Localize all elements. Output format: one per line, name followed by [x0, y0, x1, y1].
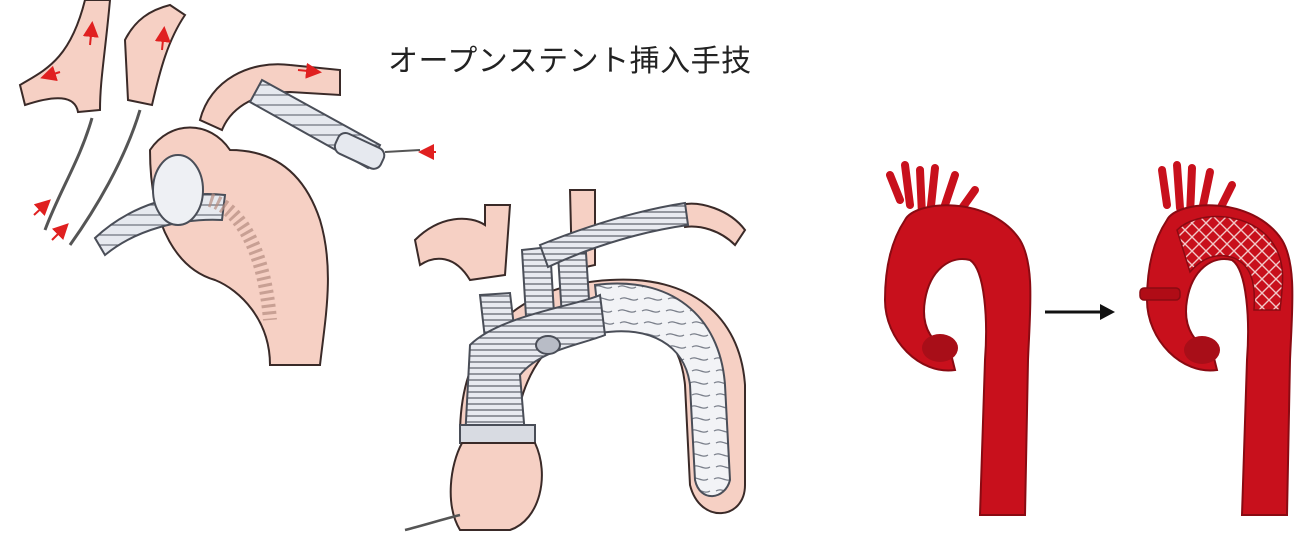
flow-arrow-icon [297, 62, 322, 79]
flow-arrow-icon [33, 199, 51, 217]
ct-after-image [1139, 161, 1294, 516]
page-title: オープンステント挿入手技 [388, 44, 752, 79]
ct-comparison [860, 160, 1299, 533]
flow-arrow-icon [40, 65, 61, 82]
flow-arrow-icon [82, 21, 99, 46]
ct-before-image [883, 161, 1032, 516]
flow-arrow-icon [154, 26, 171, 51]
flow-arrow-icon [51, 223, 69, 241]
before-after-arrow-icon [1045, 304, 1115, 320]
cannulation-illustration [0, 0, 450, 370]
open-stent-illustration [400, 185, 780, 533]
